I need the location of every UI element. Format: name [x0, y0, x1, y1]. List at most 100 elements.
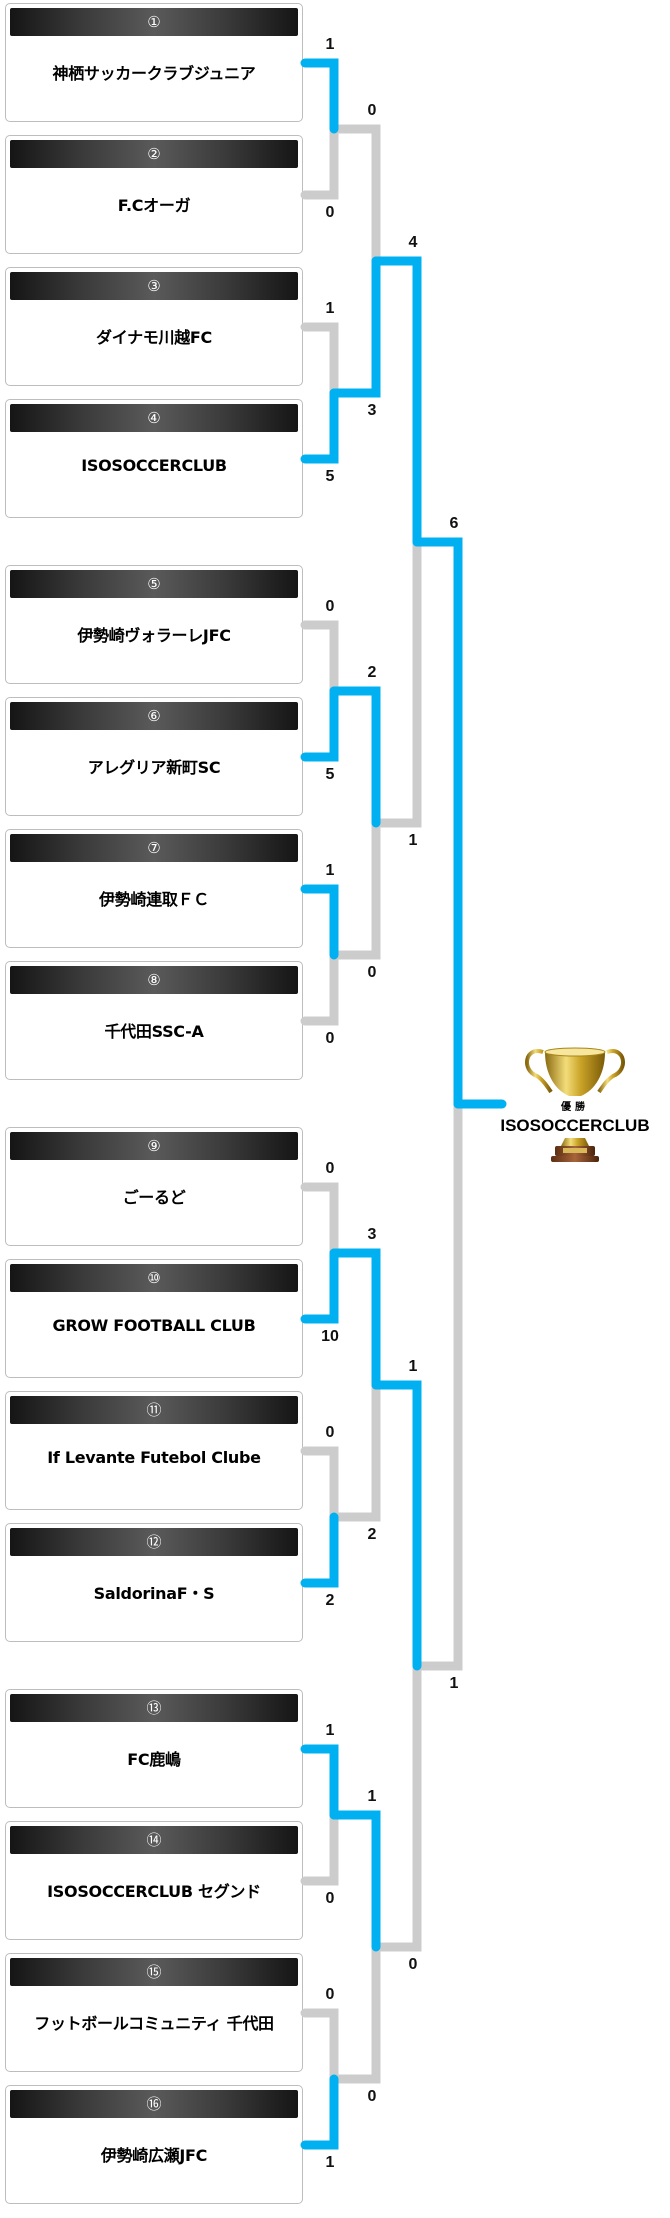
score-label: 6 — [449, 515, 459, 532]
champion-name: ISOSOCCERCLUB — [500, 1116, 650, 1135]
loser-path-line — [329, 124, 381, 266]
loser-path-line — [412, 1099, 463, 1671]
score-label: 0 — [325, 1030, 335, 1047]
loser-path-line — [300, 950, 339, 1026]
team-name: FC鹿嶋 — [127, 1750, 181, 1769]
seed-number: ⑧ — [10, 966, 298, 994]
winner-path-line — [329, 256, 381, 398]
seed-number: ⑦ — [10, 834, 298, 862]
loser-path-line — [371, 1661, 422, 1952]
score-label: 5 — [325, 468, 335, 485]
team-box: ⑧ 千代田SSC-A — [5, 961, 303, 1080]
score-label: 1 — [325, 862, 335, 879]
team-box: ⑥ アレグリア新町SC — [5, 697, 303, 816]
seed-number: ⑮ — [10, 1958, 298, 1986]
score-label: 1 — [408, 832, 418, 849]
loser-path-line — [300, 1810, 339, 1886]
seed-number: ⑭ — [10, 1826, 298, 1854]
team-name: 伊勢崎連取ＦＣ — [99, 890, 209, 909]
winner-path-line — [300, 686, 339, 762]
score-label: 0 — [325, 1160, 335, 1177]
seed-number: ⑥ — [10, 702, 298, 730]
score-label: 4 — [408, 234, 418, 251]
winner-path-line — [300, 1512, 339, 1588]
winner-path-line — [371, 1380, 422, 1671]
seed-number: ⑪ — [10, 1396, 298, 1424]
loser-path-line — [300, 620, 339, 696]
score-label: 1 — [367, 1788, 377, 1805]
winner-path-line — [300, 58, 339, 134]
team-name: ダイナモ川越FC — [96, 328, 212, 347]
team-name: 千代田SSC-A — [104, 1022, 204, 1041]
loser-path-line — [300, 1182, 339, 1258]
score-label: 2 — [325, 1592, 335, 1609]
loser-path-line — [300, 1446, 339, 1522]
team-name: If Levante Futebol Clube — [47, 1448, 261, 1467]
score-label: 0 — [325, 1986, 335, 2003]
winner-path-line — [300, 884, 339, 960]
seed-number: ⑫ — [10, 1528, 298, 1556]
score-label: 0 — [367, 102, 377, 119]
seed-number: ⑯ — [10, 2090, 298, 2118]
winner-path-line — [300, 1248, 339, 1324]
loser-path-line — [300, 322, 339, 398]
seed-number: ③ — [10, 272, 298, 300]
team-name: 神栖サッカークラブジュニア — [52, 64, 256, 83]
team-name: 伊勢崎広瀬JFC — [100, 2146, 208, 2165]
team-name: フットボールコミュニティ 千代田 — [34, 2014, 274, 2033]
loser-path-line — [329, 1380, 381, 1522]
score-label: 0 — [367, 964, 377, 981]
team-box: ③ ダイナモ川越FC — [5, 267, 303, 386]
team-box: ⑮ フットボールコミュニティ 千代田 — [5, 1953, 303, 2072]
score-label: 1 — [325, 300, 335, 317]
score-label: 0 — [325, 204, 335, 221]
champion-display: 優勝 ISOSOCCERCLUB — [495, 1040, 655, 1170]
loser-path-line — [300, 124, 339, 200]
score-label: 1 — [408, 1358, 418, 1375]
score-label: 10 — [321, 1328, 339, 1345]
loser-path-line — [329, 818, 381, 960]
winner-path-line — [329, 1248, 381, 1390]
team-name: アレグリア新町SC — [87, 758, 221, 777]
score-label: 0 — [325, 598, 335, 615]
winner-path-line — [300, 388, 339, 464]
team-box: ② F.Cオーガ — [5, 135, 303, 254]
score-label: 3 — [367, 402, 377, 419]
seed-number: ⑤ — [10, 570, 298, 598]
score-label: 0 — [367, 2088, 377, 2105]
winner-path-line — [412, 537, 463, 1109]
score-label: 0 — [325, 1890, 335, 1907]
seed-number: ② — [10, 140, 298, 168]
team-name: F.Cオーガ — [117, 196, 191, 215]
seed-number: ⑩ — [10, 1264, 298, 1292]
team-name: ISOSOCCERCLUB セグンド — [47, 1882, 261, 1901]
score-label: 1 — [325, 2154, 335, 2171]
winner-path-line — [329, 686, 381, 828]
winner-path-line — [300, 1744, 339, 1820]
score-label: 1 — [325, 36, 335, 53]
score-label: 1 — [325, 1722, 335, 1739]
seed-number: ① — [10, 8, 298, 36]
team-box: ⑩ GROW FOOTBALL CLUB — [5, 1259, 303, 1378]
winner-path-line — [329, 1810, 381, 1952]
score-label: 0 — [408, 1956, 418, 1973]
winner-path-line — [300, 2074, 339, 2150]
team-box: ④ ISOSOCCERCLUB — [5, 399, 303, 518]
score-label: 2 — [367, 1526, 377, 1543]
score-label: 1 — [449, 1675, 459, 1692]
winner-path-line — [371, 256, 422, 547]
score-label: 0 — [325, 1424, 335, 1441]
team-name: GROW FOOTBALL CLUB — [52, 1316, 256, 1335]
loser-path-line — [300, 2008, 339, 2084]
team-box: ⑦ 伊勢崎連取ＦＣ — [5, 829, 303, 948]
team-name: SaldorinaF・S — [93, 1584, 215, 1603]
team-name: ISOSOCCERCLUB — [81, 456, 227, 475]
seed-number: ④ — [10, 404, 298, 432]
score-label: 5 — [325, 766, 335, 783]
champion-label: 優勝 — [561, 1102, 589, 1113]
team-box: ⑪ If Levante Futebol Clube — [5, 1391, 303, 1510]
team-box: ① 神栖サッカークラブジュニア — [5, 3, 303, 122]
